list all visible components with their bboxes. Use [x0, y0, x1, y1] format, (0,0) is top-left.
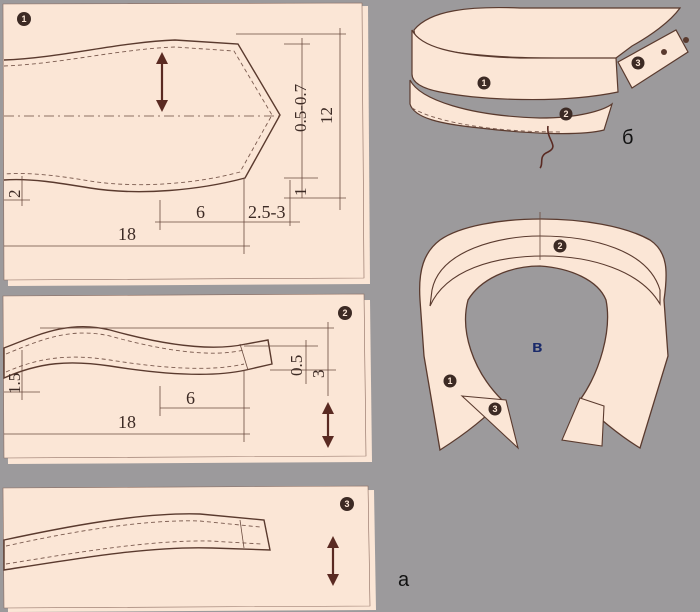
dim-label: 2: [5, 190, 24, 199]
dim-label: 3: [309, 370, 328, 379]
paper-sheet-front: [2, 485, 371, 609]
dim-tick: [239, 343, 249, 371]
part-number-badge: [553, 239, 567, 253]
panel-letter-a: а: [398, 569, 410, 591]
stand-tab: [617, 29, 689, 89]
dim-label: 0.5-0.7: [291, 83, 310, 132]
grain-arrow-head-top: [156, 52, 168, 64]
dim-label: 1.5: [5, 373, 24, 394]
collar-stand-band: [429, 235, 661, 307]
pattern-part-3: 3: [2, 485, 376, 612]
dim-label: 0.5: [287, 355, 306, 376]
dim-label: 18: [118, 224, 136, 244]
grain-arrow-head-top: [322, 402, 334, 414]
paper-sheet-front: [2, 293, 367, 459]
interfacing-outline: [3, 513, 271, 571]
dim-tick: [239, 519, 245, 549]
dim-label: 1: [291, 188, 310, 197]
part-number-text: 3: [344, 499, 349, 509]
part-number-badge: [477, 76, 491, 90]
paper-sheet-front: [2, 2, 365, 281]
grain-arrow-head-bottom: [322, 436, 334, 448]
collar-point-right: [561, 397, 605, 447]
part-number-text: 3: [635, 58, 640, 68]
part-number-badge: [631, 56, 645, 70]
finished-collar-illustration: 2 1 3: [418, 212, 669, 452]
grain-arrow-head-top: [327, 536, 339, 548]
collar-front-face: [411, 29, 619, 101]
part-number-badge: [559, 107, 573, 121]
part-number-badge: [488, 402, 502, 416]
dim-label: 12: [317, 107, 336, 124]
grain-arrow-head-bottom: [327, 574, 339, 586]
seam-allowance-line: [5, 332, 245, 373]
button-hole-icon: [661, 49, 667, 55]
part-number-text: 2: [342, 308, 347, 318]
collar-stand: [409, 79, 614, 135]
panel-letter-v: в: [532, 337, 542, 356]
part-number-text: 2: [557, 241, 562, 251]
thread-icon: [539, 125, 554, 169]
seam-allowance-line: [5, 520, 263, 565]
part-number-badge: [17, 12, 31, 26]
collar-fall: [418, 218, 669, 452]
part-number-badge: [338, 306, 352, 320]
part-number-badge: [443, 374, 457, 388]
seam-allowance-line: [3, 46, 273, 186]
part-number-text: 3: [492, 404, 497, 414]
dim-label: 6: [186, 388, 195, 408]
part-number-text: 1: [481, 78, 486, 88]
collar-point-left: [460, 395, 519, 450]
dim-label: 18: [118, 412, 136, 432]
stitch-line: [411, 107, 561, 133]
part-number-text: 1: [447, 376, 452, 386]
collar-stand-illustration: 1 2 3: [409, 6, 689, 169]
part-number-badge: [340, 497, 354, 511]
pattern-part-2: 0.5 3 1.5 6 18 2: [2, 293, 372, 464]
pattern-part-1: 0.5-0.7 12 1 2.5-3 6 18 2 1: [2, 2, 370, 286]
grain-arrow-head-bottom: [156, 100, 168, 112]
stand-outline: [3, 325, 273, 380]
dim-label: 2.5-3: [248, 202, 286, 222]
part-number-text: 1: [21, 14, 26, 24]
collar-outline: [3, 39, 281, 193]
dim-label: 6: [196, 202, 205, 222]
button-hole-icon: [683, 37, 689, 43]
panel-letter-b: б: [622, 127, 633, 149]
part-number-text: 2: [563, 109, 568, 119]
